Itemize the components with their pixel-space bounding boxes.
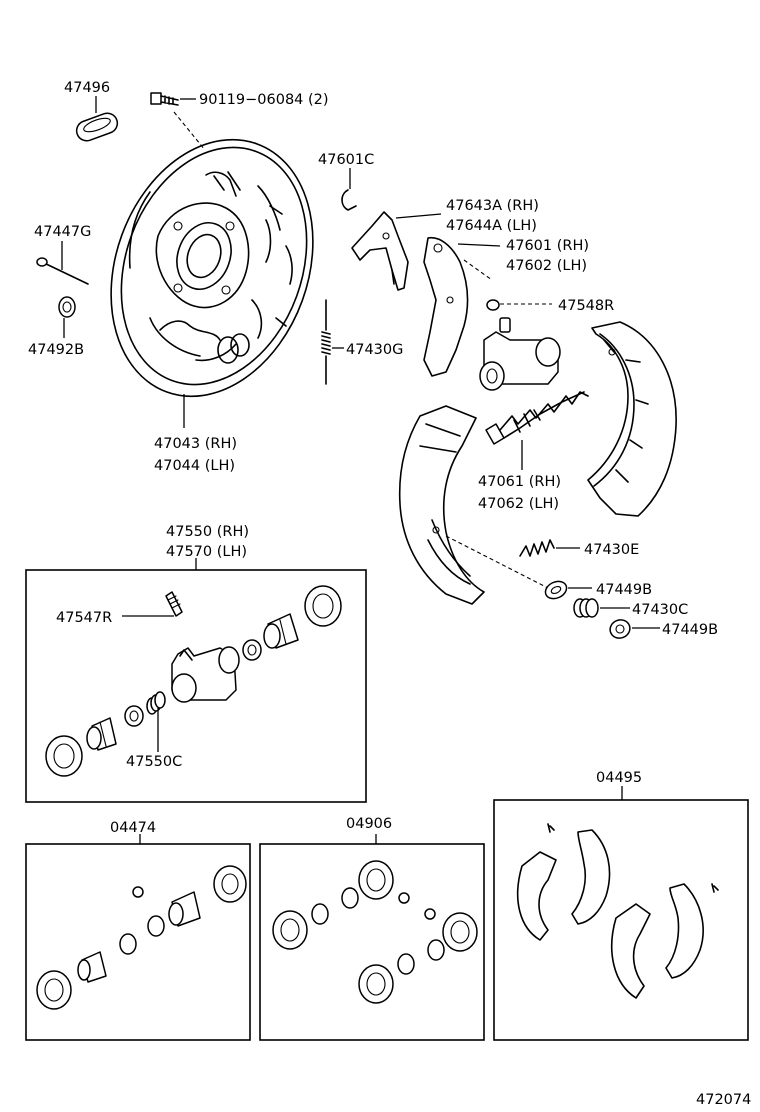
pin-47447g bbox=[36, 257, 89, 285]
label-47496: 47496 bbox=[64, 80, 110, 96]
label-47643a: 47643A (RH) bbox=[446, 198, 539, 214]
label-47044: 47044 (LH) bbox=[154, 458, 235, 474]
piston-lh-kit bbox=[86, 717, 117, 751]
plug-47496 bbox=[75, 112, 119, 142]
label-47601c: 47601C bbox=[318, 152, 374, 168]
label-04474: 04474 bbox=[110, 820, 156, 836]
label-47430e: 47430E bbox=[584, 542, 639, 558]
cup-47449b-lower bbox=[609, 619, 631, 639]
spring-47430g bbox=[321, 299, 331, 385]
label-04495: 04495 bbox=[596, 770, 642, 786]
spring-47430c bbox=[573, 598, 599, 618]
kit-box-47550 bbox=[25, 569, 367, 803]
cup-lh-kit bbox=[124, 705, 144, 727]
adjuster-47061 bbox=[485, 391, 589, 445]
label-47550: 47550 (RH) bbox=[166, 524, 249, 540]
brake-shoe-rh bbox=[587, 321, 677, 517]
label-90119: 90119−06084 (2) bbox=[199, 92, 329, 108]
bleeder-cap-47548r bbox=[486, 299, 500, 311]
label-47492b: 47492B bbox=[28, 342, 84, 358]
label-47548r: 47548R bbox=[558, 298, 614, 314]
spring-47430e bbox=[519, 539, 555, 557]
backing-plate bbox=[110, 138, 314, 398]
bleeder-47547r bbox=[165, 591, 183, 617]
label-47550c: 47550C bbox=[126, 754, 182, 770]
cup-rh-kit bbox=[242, 639, 262, 661]
clip-47601c bbox=[341, 189, 357, 211]
brake-shoe-lh bbox=[398, 405, 485, 605]
label-47601: 47601 (RH) bbox=[506, 238, 589, 254]
retainer-47492b bbox=[58, 296, 76, 318]
wheel-cylinder-47550 bbox=[479, 317, 561, 391]
label-47043: 47043 (RH) bbox=[154, 436, 237, 452]
label-47430g: 47430G bbox=[346, 342, 403, 358]
kit-box-04495 bbox=[493, 799, 749, 1041]
diagram-id: 472074 bbox=[696, 1092, 751, 1108]
bolt-90119 bbox=[150, 92, 179, 106]
kit-04906-parts bbox=[272, 860, 478, 1004]
boot-lh-kit bbox=[45, 735, 83, 777]
label-47602: 47602 (LH) bbox=[506, 258, 587, 274]
cup-47449b-upper bbox=[544, 580, 568, 600]
label-47570: 47570 (LH) bbox=[166, 544, 247, 560]
cylinder-body-47550 bbox=[171, 646, 240, 703]
label-47447g: 47447G bbox=[34, 224, 91, 240]
strut-47601 bbox=[423, 237, 469, 377]
spring-47550c bbox=[146, 691, 166, 715]
boot-rh-kit bbox=[304, 585, 342, 627]
kit-box-04906 bbox=[259, 843, 485, 1041]
kit-box-04474 bbox=[25, 843, 251, 1041]
label-47430c: 47430C bbox=[632, 602, 688, 618]
label-47644a: 47644A (LH) bbox=[446, 218, 537, 234]
label-47449b-lower: 47449B bbox=[662, 622, 718, 638]
label-47547r: 47547R bbox=[56, 610, 112, 626]
label-04906: 04906 bbox=[346, 816, 392, 832]
kit-04495-shoes bbox=[516, 823, 719, 999]
label-47449b-upper: 47449B bbox=[596, 582, 652, 598]
lever-47643a bbox=[351, 211, 409, 291]
label-47062: 47062 (LH) bbox=[478, 496, 559, 512]
kit-04474-parts bbox=[36, 865, 247, 1010]
label-47061: 47061 (RH) bbox=[478, 474, 561, 490]
piston-rh-kit bbox=[263, 613, 299, 649]
